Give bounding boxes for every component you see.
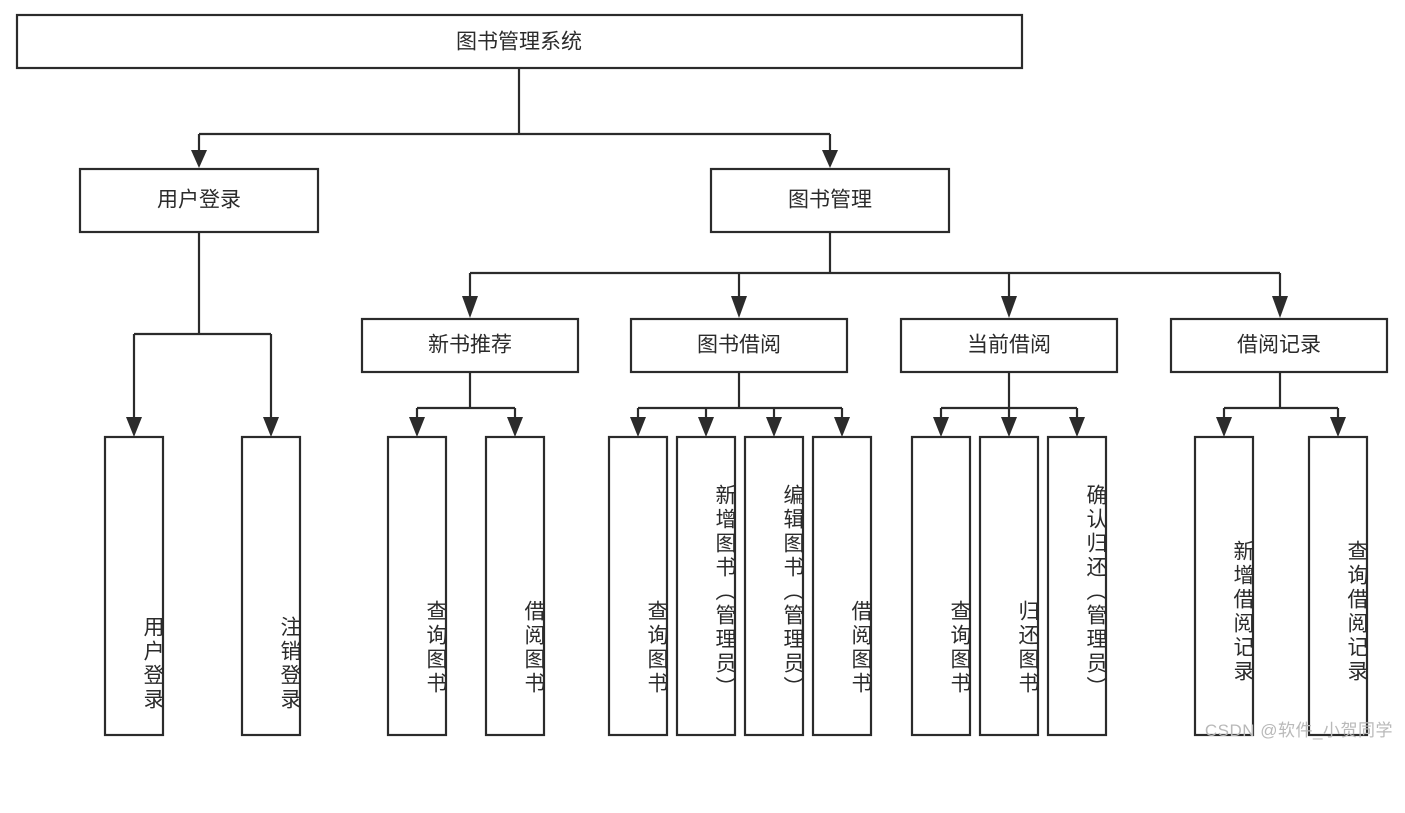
- leaf-current-borrow-2-box[interactable]: [978, 435, 1040, 737]
- node-current-borrow-box[interactable]: [899, 317, 1119, 374]
- node-current-borrow-label: 当前借阅: [967, 334, 1051, 357]
- arrow-borrow-record-leaf1-icon: [1216, 417, 1232, 437]
- arrow-to-current-borrow-icon: [1001, 296, 1017, 318]
- leaf-current-borrow-1-box[interactable]: [910, 435, 972, 737]
- arrow-current-borrow-leaf1-icon: [933, 417, 949, 437]
- node-user-login-label: 用户登录: [157, 189, 241, 212]
- node-layer: 图书管理系统 用户登录 图书管理 新书推荐 图书借阅 当前借阅 借阅记录: [15, 13, 1389, 737]
- node-root-box[interactable]: [15, 13, 1024, 70]
- arrow-to-user-login-icon: [191, 150, 207, 168]
- node-new-book-box[interactable]: [360, 317, 580, 374]
- arrow-to-book-manage-icon: [822, 150, 838, 168]
- arrow-new-book-leaf2-icon: [507, 417, 523, 437]
- node-root-label: 图书管理系统: [456, 31, 582, 54]
- leaf-user-login-1-box[interactable]: [103, 435, 165, 737]
- node-book-borrow-box[interactable]: [629, 317, 849, 374]
- arrow-book-borrow-leaf4-icon: [834, 417, 850, 437]
- leaf-borrow-record-1-box[interactable]: [1193, 435, 1255, 737]
- leaf-user-login-2-box[interactable]: [240, 435, 302, 737]
- node-user-login-box[interactable]: [78, 167, 320, 234]
- arrow-to-borrow-record-icon: [1272, 296, 1288, 318]
- arrow-current-borrow-leaf3-icon: [1069, 417, 1085, 437]
- arrow-user-login-leaf2-icon: [263, 417, 279, 437]
- arrow-book-borrow-leaf3-icon: [766, 417, 782, 437]
- arrow-to-new-book-icon: [462, 296, 478, 318]
- arrow-book-borrow-leaf1-icon: [630, 417, 646, 437]
- leaf-new-book-1-box[interactable]: [386, 435, 448, 737]
- node-new-book-label: 新书推荐: [428, 334, 512, 357]
- csdn-watermark: CSDN @软件_小贺同学: [1204, 721, 1393, 740]
- node-book-manage-box[interactable]: [709, 167, 951, 234]
- leaf-new-book-2-box[interactable]: [484, 435, 546, 737]
- arrow-current-borrow-leaf2-icon: [1001, 417, 1017, 437]
- arrow-to-book-borrow-icon: [731, 296, 747, 318]
- arrow-new-book-leaf1-icon: [409, 417, 425, 437]
- node-borrow-record-label: 借阅记录: [1237, 334, 1321, 357]
- node-book-borrow-label: 图书借阅: [697, 334, 781, 357]
- node-borrow-record-box[interactable]: [1169, 317, 1389, 374]
- leaf-book-borrow-3-box[interactable]: [743, 435, 805, 737]
- leaf-book-borrow-2-box[interactable]: [675, 435, 737, 737]
- arrow-book-borrow-leaf2-icon: [698, 417, 714, 437]
- connector-layer: [126, 68, 1346, 437]
- leaf-current-borrow-3-box[interactable]: [1046, 435, 1108, 737]
- leaf-borrow-record-2-box[interactable]: [1307, 435, 1369, 737]
- arrow-borrow-record-leaf2-icon: [1330, 417, 1346, 437]
- node-book-manage-label: 图书管理: [788, 189, 872, 212]
- flowchart-svg: 图书管理系统 用户登录 图书管理 新书推荐 图书借阅 当前借阅 借阅记录: [15, 13, 1389, 737]
- leaf-book-borrow-1-box[interactable]: [607, 435, 669, 737]
- leaf-book-borrow-4-box[interactable]: [811, 435, 873, 737]
- flowchart-canvas: 图书管理系统 用户登录 图书管理 新书推荐 图书借阅 当前借阅 借阅记录: [15, 13, 1393, 740]
- arrow-user-login-leaf1-icon: [126, 417, 142, 437]
